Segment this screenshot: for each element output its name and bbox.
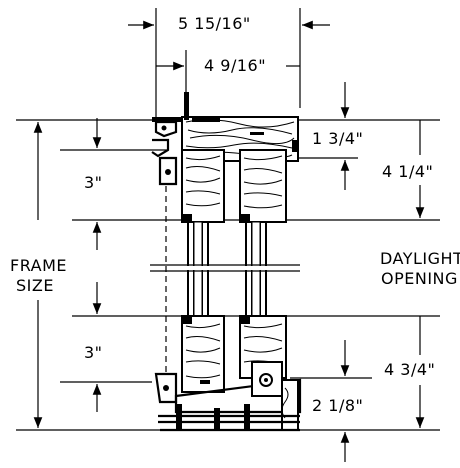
top-rail-label: 1 3/4" bbox=[312, 129, 363, 148]
frame-size-label-line1: FRAME bbox=[10, 256, 67, 275]
sash-width-label: 4 9/16" bbox=[204, 56, 266, 75]
sash-width-dimension bbox=[156, 50, 300, 100]
bottom-rail-label: 2 1/8" bbox=[312, 396, 363, 415]
daylight-opening-label-line1: DAYLIGHT bbox=[380, 249, 460, 268]
upper-offset-label: 3" bbox=[84, 173, 103, 192]
sill-height-label: 4 3/4" bbox=[384, 360, 435, 379]
exterior-sash-top-rail bbox=[181, 149, 225, 223]
head-height-label: 4 1/4" bbox=[382, 162, 433, 181]
break-lines bbox=[150, 264, 300, 272]
sill-frame bbox=[154, 361, 302, 432]
interior-sash-top-rail bbox=[239, 149, 287, 223]
daylight-opening-label-line2: OPENING bbox=[381, 269, 458, 288]
overall-width-dimension bbox=[128, 8, 330, 128]
reference-lines bbox=[16, 119, 440, 431]
frame-size-label-line2: SIZE bbox=[16, 276, 54, 295]
lower-offset-label: 3" bbox=[84, 343, 103, 362]
head-weatherstrip bbox=[151, 92, 189, 186]
exterior-sash-bottom-rail bbox=[181, 315, 225, 393]
overall-width-label: 5 15/16" bbox=[178, 14, 251, 33]
